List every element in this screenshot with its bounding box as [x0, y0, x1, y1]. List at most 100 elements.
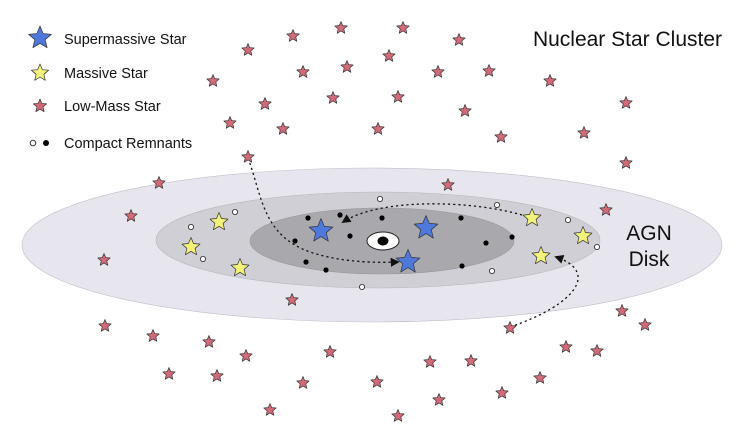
agn-disk-label-line1: AGN [626, 222, 672, 245]
low-mass-star [577, 126, 591, 139]
legend-star-shape [28, 25, 52, 49]
diagram-title: Nuclear Star Cluster [533, 28, 722, 51]
legend-item-massive: Massive Star [31, 63, 148, 82]
low-mass-star [97, 253, 111, 266]
legend-item-remnant: Compact Remnants [29, 136, 192, 152]
supermassive-star [308, 218, 334, 242]
low-mass-star [276, 122, 290, 135]
low-mass-star [296, 65, 310, 78]
stars [97, 21, 652, 422]
low-mass-star [382, 49, 396, 62]
low-mass-star [370, 375, 384, 388]
low-mass-star [241, 150, 255, 163]
low-mass-star [391, 409, 405, 422]
compact-remnant-open [376, 195, 383, 202]
compact-remnant-open [565, 216, 572, 223]
inspiral-path-from-cluster [247, 157, 400, 267]
capture-path-into-disk [509, 255, 579, 328]
central-black-hole [366, 231, 400, 251]
low-mass-star [464, 354, 478, 367]
compact-remnant-filled [509, 234, 515, 240]
low-mass-star [98, 319, 112, 332]
low-mass-star [638, 318, 652, 331]
supermassive-star-icon [28, 25, 52, 49]
low-mass-star [599, 203, 613, 216]
compact-remnant-filled [459, 263, 465, 269]
low-mass-star [334, 21, 348, 34]
supermassive-star [413, 215, 439, 239]
massive-star [522, 208, 542, 227]
agn-disk-label-line2: Disk [629, 248, 670, 271]
low-mass-star-icon [32, 98, 48, 113]
low-mass-star [431, 65, 445, 78]
compact-remnants [187, 195, 601, 290]
low-mass-star [296, 376, 310, 389]
low-mass-star [423, 355, 437, 368]
compact-remnant-filled [292, 238, 298, 244]
low-mass-star [615, 304, 629, 317]
low-mass-star [239, 349, 253, 362]
low-mass-star [482, 64, 496, 77]
low-mass-star [263, 403, 277, 416]
low-mass-star [559, 340, 573, 353]
legend-label-remnant: Compact Remnants [64, 136, 192, 152]
low-mass-star [258, 97, 272, 110]
compact-remnant-open [493, 201, 500, 208]
low-mass-star [458, 104, 472, 117]
low-mass-star [210, 369, 224, 382]
compact-remnant-filled [303, 259, 309, 265]
compact-remnant-open [488, 267, 495, 274]
low-mass-star [590, 344, 604, 357]
compact-remnant-filled [347, 233, 353, 239]
low-mass-star [452, 33, 466, 46]
low-mass-star [494, 130, 508, 143]
compact-remnant-filled [305, 215, 311, 221]
massive-star [181, 237, 201, 256]
compact-remnant-filled [458, 215, 464, 221]
supermassive-star [395, 249, 421, 273]
compact-remnant-open [358, 283, 365, 290]
low-mass-star [619, 96, 633, 109]
low-mass-star [162, 367, 176, 380]
compact-remnant-filled [337, 212, 343, 218]
legend-item-lowmass: Low-Mass Star [32, 98, 161, 115]
low-mass-star [391, 90, 405, 103]
legend-star-shape [31, 63, 49, 81]
legend-item-supermassive: Supermassive Star [28, 25, 187, 49]
low-mass-star [495, 386, 509, 399]
low-mass-star [503, 321, 517, 334]
legend-star-shape [32, 98, 48, 113]
low-mass-star [326, 91, 340, 104]
low-mass-star [441, 178, 455, 191]
massive-star [209, 212, 229, 231]
compact-remnant-filled [379, 215, 385, 221]
massive-star [573, 226, 593, 245]
low-mass-star [286, 29, 300, 42]
massive-star [531, 246, 551, 265]
migration-paths [247, 157, 579, 328]
low-mass-star [241, 43, 255, 56]
low-mass-star [206, 74, 220, 87]
legend-label-lowmass: Low-Mass Star [64, 99, 161, 115]
low-mass-star [340, 60, 354, 73]
massive-star [230, 258, 250, 277]
massive-star-icon [31, 63, 49, 81]
low-mass-star [124, 209, 138, 222]
low-mass-star [533, 371, 547, 384]
compact-remnant-filled [323, 267, 329, 273]
low-mass-star [543, 74, 557, 87]
low-mass-star [323, 345, 337, 358]
low-mass-star [146, 329, 160, 342]
low-mass-star [619, 156, 633, 169]
low-mass-star [432, 393, 446, 406]
low-mass-star [152, 176, 166, 189]
compact-remnant-filled [483, 240, 489, 246]
compact-remnant-open [187, 223, 194, 230]
low-mass-star [396, 21, 410, 34]
compact-remnant-icon [29, 139, 49, 147]
legend-label-massive: Massive Star [64, 66, 148, 82]
compact-remnant-open [199, 255, 206, 262]
low-mass-star [223, 116, 237, 129]
legend-label-supermassive: Supermassive Star [64, 32, 187, 48]
